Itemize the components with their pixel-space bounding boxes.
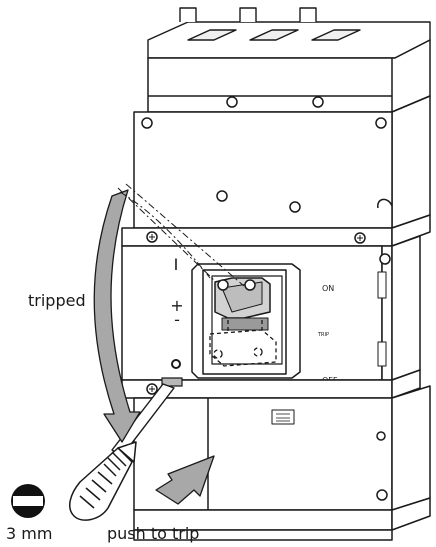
tripped-arrow bbox=[93, 189, 141, 443]
on-label: ON bbox=[322, 284, 334, 293]
position-i-label: I bbox=[174, 255, 179, 274]
push-to-trip-label: push to trip bbox=[107, 524, 199, 543]
position-minus-label: - bbox=[174, 310, 180, 329]
screwdriver bbox=[68, 441, 137, 521]
lower-housing bbox=[121, 369, 431, 541]
terminal-lugs bbox=[147, 7, 431, 59]
handle-tripped-position bbox=[209, 320, 277, 367]
position-o-text: O bbox=[174, 362, 178, 368]
motion-guide-lines bbox=[117, 183, 245, 287]
tripped-label: tripped bbox=[28, 291, 86, 310]
trip-slot bbox=[161, 377, 183, 387]
position-o-label bbox=[171, 359, 181, 369]
blade-thickness-icon bbox=[11, 484, 45, 518]
breaker-housing bbox=[133, 95, 431, 229]
toggle-handle bbox=[214, 277, 271, 331]
position-plus-label: + bbox=[170, 296, 183, 315]
push-arrow bbox=[155, 455, 215, 505]
thickness-label: 3 mm bbox=[6, 524, 52, 543]
trip-label: TRIP bbox=[317, 332, 329, 338]
